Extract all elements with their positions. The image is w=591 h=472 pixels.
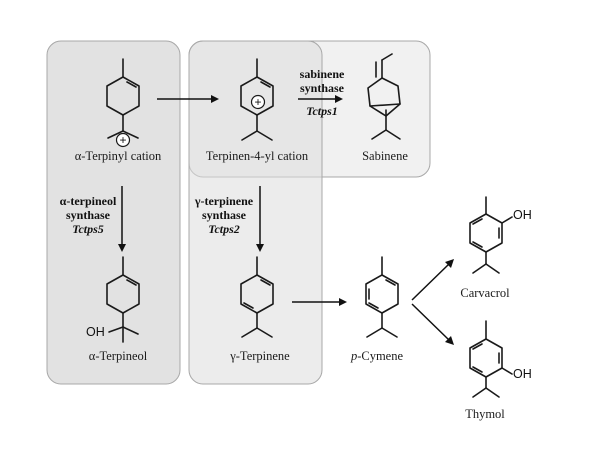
cation-charge: + — [119, 133, 126, 147]
reaction-arrows — [118, 95, 454, 345]
enzyme-name-line2: synthase — [300, 81, 345, 95]
gamma-terpinene-structure — [240, 256, 274, 338]
p-cymene-structure — [365, 256, 399, 338]
oh-alpha-terpineol: OH — [86, 325, 105, 339]
alpha-terpinyl-group-box — [46, 40, 181, 385]
alpha-terpineol-structure — [106, 256, 140, 343]
label-carvacrol: Carvacrol — [460, 286, 510, 300]
alpha-terpineol-synthase-label: α-terpineol synthase Tctps5 — [60, 194, 117, 236]
oh-carvacrol: OH — [513, 208, 532, 222]
gene-name: Tctps5 — [72, 222, 104, 236]
sabinene-structure — [367, 53, 401, 140]
alpha-terpinyl-cation-structure: + — [106, 58, 140, 148]
oh-thymol: OH — [513, 367, 532, 381]
p-cymene-rest: -Cymene — [357, 349, 403, 363]
gene-name: Tctps2 — [208, 222, 240, 236]
enzyme-name-line1: α-terpineol — [60, 194, 117, 208]
label-alpha-terpineol: α-Terpineol — [89, 349, 148, 363]
compound-labels: α-Terpinyl cation Terpinen-4-yl cation S… — [75, 149, 510, 421]
carvacrol-structure — [469, 196, 513, 274]
arrow-cymene-to-thymol — [411, 303, 450, 341]
enzyme-name-line2: synthase — [202, 208, 247, 222]
terpinen-4-yl-cation-structure: + — [240, 58, 274, 141]
label-gamma-terpinene: γ-Terpinene — [229, 349, 290, 363]
enzyme-name-line2: synthase — [66, 208, 111, 222]
label-sabinene: Sabinene — [362, 149, 408, 163]
gene-name: Tctps1 — [306, 104, 338, 118]
terpinen-4-yl-group-box — [188, 40, 323, 385]
label-terpinen-4-yl-cation: Terpinen-4-yl cation — [206, 149, 309, 163]
label-thymol: Thymol — [465, 407, 505, 421]
gamma-terpinene-synthase-label: γ-terpinene synthase Tctps2 — [194, 194, 254, 236]
p-cymene-prefix: p — [350, 349, 357, 363]
enzyme-name-line1: γ-terpinene — [194, 194, 254, 208]
arrow-cymene-to-carvacrol — [411, 263, 450, 301]
label-alpha-terpinyl-cation: α-Terpinyl cation — [75, 149, 162, 163]
thymol-structure — [469, 320, 513, 398]
enzyme-name-line1: sabinene — [300, 67, 345, 81]
sabinene-synthase-label: sabinene synthase Tctps1 — [300, 67, 345, 118]
grouping-boxes — [46, 40, 431, 385]
label-p-cymene: p-Cymene — [350, 349, 404, 363]
cation-charge: + — [254, 95, 261, 109]
